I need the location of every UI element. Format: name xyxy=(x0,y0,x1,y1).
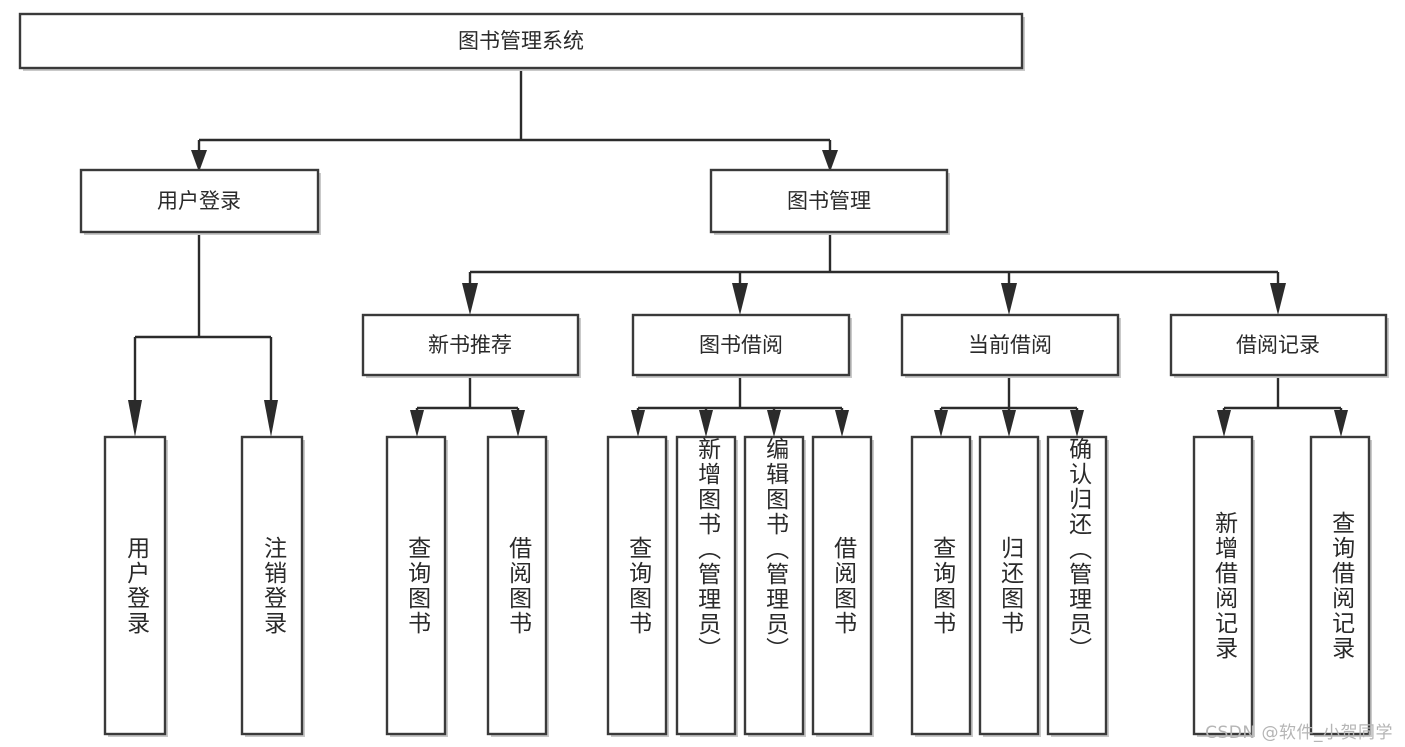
arrow-head-icon xyxy=(631,410,645,437)
arrow-head-icon xyxy=(835,410,849,437)
leaf-box[interactable] xyxy=(1192,435,1254,736)
leaf-node-borrow-record-2[interactable] xyxy=(1309,435,1372,737)
node-new-book-recommend-label: 新书推荐 xyxy=(428,333,512,357)
arrow-head-icon xyxy=(128,400,142,437)
leaf-box[interactable] xyxy=(240,435,304,736)
node-new-book-recommend[interactable]: 新书推荐 xyxy=(361,313,581,378)
leaf-box[interactable] xyxy=(675,435,737,736)
leaf-node-current-borrow-2[interactable] xyxy=(978,435,1041,737)
arrow-head-icon xyxy=(1334,410,1348,437)
node-root-box[interactable] xyxy=(18,12,1024,70)
arrow-head-icon xyxy=(264,400,278,437)
connector-group xyxy=(128,68,1348,437)
node-root[interactable]: 图书管理系统 xyxy=(18,12,1025,71)
node-root-label: 图书管理系统 xyxy=(458,29,584,53)
watermark-text: CSDN @软件_小贺同学 xyxy=(1205,723,1393,743)
leaf-box[interactable] xyxy=(103,435,167,736)
arrow-head-icon xyxy=(1002,410,1016,437)
leaf-node-book-borrow-3[interactable] xyxy=(743,435,806,737)
leaf-node-user-login-2[interactable] xyxy=(240,435,305,737)
arrow-head-icon xyxy=(1070,410,1084,437)
arrow-head-icon xyxy=(410,410,424,437)
node-current-borrow-label: 当前借阅 xyxy=(968,333,1052,357)
arrow-head-icon xyxy=(699,410,713,437)
node-book-borrow-box[interactable] xyxy=(631,313,851,377)
arrow-head-icon xyxy=(462,283,478,315)
node-borrow-record-box[interactable] xyxy=(1169,313,1388,377)
leaf-box[interactable] xyxy=(978,435,1040,736)
leaf-box[interactable] xyxy=(606,435,668,736)
node-borrow-record[interactable]: 借阅记录 xyxy=(1169,313,1389,378)
arrow-head-icon xyxy=(1001,283,1017,315)
leaf-box[interactable] xyxy=(743,435,805,736)
node-book-management[interactable]: 图书管理 xyxy=(709,168,950,235)
leaf-node-new-book-2[interactable] xyxy=(486,435,549,737)
arrow-head-icon xyxy=(732,283,748,315)
node-book-borrow[interactable]: 图书借阅 xyxy=(631,313,852,378)
arrow-head-icon xyxy=(511,410,525,437)
node-book-borrow-label: 图书借阅 xyxy=(699,333,783,357)
arrow-head-icon xyxy=(934,410,948,437)
node-borrow-record-label: 借阅记录 xyxy=(1236,333,1320,357)
arrow-head-icon xyxy=(1270,283,1286,315)
arrow-head-icon xyxy=(767,410,781,437)
leaf-node-book-borrow-1[interactable] xyxy=(606,435,669,737)
node-new-book-recommend-box[interactable] xyxy=(361,313,580,377)
leaf-node-user-login-1[interactable] xyxy=(103,435,168,737)
arrow-head-icon xyxy=(191,150,207,172)
leaf-box[interactable] xyxy=(1309,435,1371,736)
node-user-login[interactable]: 用户登录 xyxy=(79,168,321,235)
node-user-login-label: 用户登录 xyxy=(157,189,241,213)
node-book-management-box[interactable] xyxy=(709,168,949,234)
leaf-node-current-borrow-3[interactable] xyxy=(1046,435,1109,737)
arrow-head-icon xyxy=(1217,410,1231,437)
node-current-borrow-box[interactable] xyxy=(900,313,1120,377)
leaf-box[interactable] xyxy=(1046,435,1108,736)
leaf-node-borrow-record-1[interactable] xyxy=(1192,435,1255,737)
leaf-node-book-borrow-4[interactable] xyxy=(811,435,874,737)
node-current-borrow[interactable]: 当前借阅 xyxy=(900,313,1121,378)
leaf-box[interactable] xyxy=(811,435,873,736)
leaf-node-new-book-1[interactable] xyxy=(385,435,448,737)
leaf-node-current-borrow-1[interactable] xyxy=(910,435,973,737)
leaf-node-book-borrow-2[interactable] xyxy=(675,435,738,737)
leaf-box[interactable] xyxy=(385,435,447,736)
leaf-box[interactable] xyxy=(910,435,972,736)
leaf-box[interactable] xyxy=(486,435,548,736)
node-user-login-box[interactable] xyxy=(79,168,320,234)
node-book-management-label: 图书管理 xyxy=(787,189,871,213)
arrow-head-icon xyxy=(822,150,838,172)
